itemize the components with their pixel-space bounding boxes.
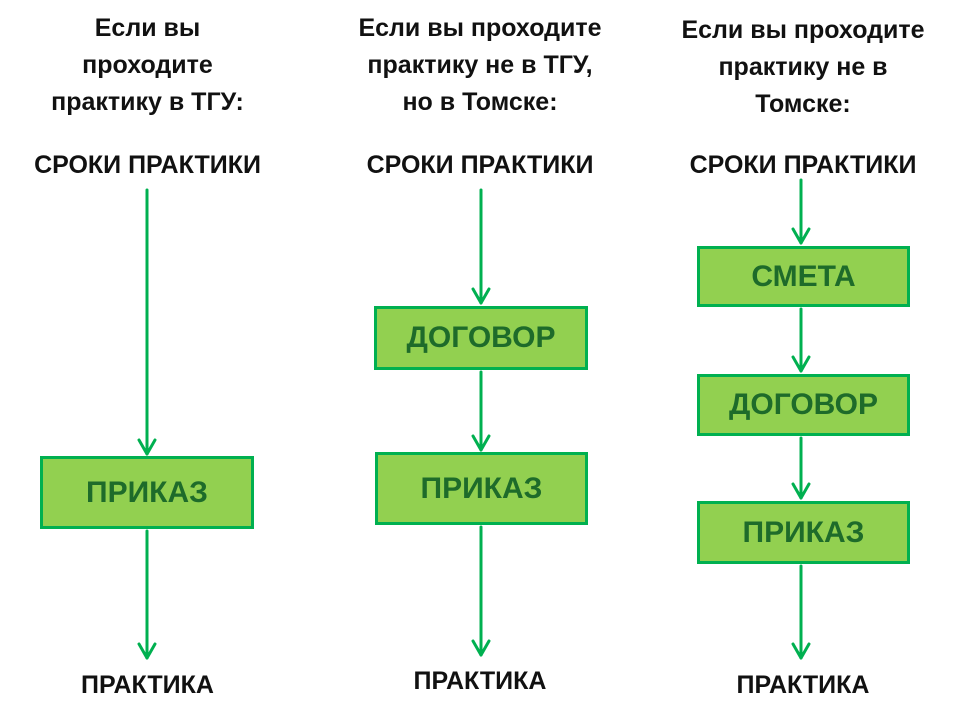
column-3-step-prikaz: ПРИКАЗ	[697, 501, 910, 564]
column-2-heading-line-3: но в Томске:	[402, 88, 558, 116]
column-1-step-prikaz: ПРИКАЗ	[40, 456, 254, 529]
column-3-heading-line-1: Если вы проходите	[681, 16, 925, 44]
column-1-start-label: СРОКИ ПРАКТИКИ	[34, 151, 261, 179]
column-2-arrow-2	[471, 370, 491, 452]
column-1-heading: Если вы проходите практику в ТГУ:	[10, 10, 285, 121]
column-3-arrow-4	[791, 564, 811, 660]
column-2-end-label: ПРАКТИКА	[413, 667, 547, 695]
column-3-start-label: СРОКИ ПРАКТИКИ	[689, 151, 917, 179]
column-3-end-label: ПРАКТИКА	[736, 671, 870, 699]
column-3-step-smeta: СМЕТА	[697, 246, 910, 307]
column-2-heading-line-2: практику не в ТГУ,	[367, 51, 593, 79]
column-2-heading-line-1: Если вы проходите	[358, 14, 602, 42]
column-3-heading-line-3: Томске:	[755, 90, 851, 118]
column-3-arrow-3	[791, 436, 811, 500]
column-2-arrow-3	[471, 525, 491, 657]
column-3-heading: Если вы проходите практику не в Томске:	[668, 12, 938, 123]
column-1-heading-line-1: Если вы	[94, 14, 201, 42]
column-3-heading-line-2: практику не в	[718, 53, 888, 81]
column-1-heading-line-3: практику в ТГУ:	[51, 88, 244, 116]
column-1-arrow-1	[137, 188, 157, 456]
column-3-arrow-1	[791, 178, 811, 245]
column-3-step-dogovor: ДОГОВОР	[697, 374, 910, 436]
column-3-arrow-2	[791, 307, 811, 373]
column-2-start-label: СРОКИ ПРАКТИКИ	[366, 151, 594, 179]
column-2-step-dogovor: ДОГОВОР	[374, 306, 588, 370]
column-1-end-label: ПРАКТИКА	[81, 671, 214, 699]
column-1-arrow-2	[137, 529, 157, 660]
column-2-arrow-1	[471, 188, 491, 305]
column-2-heading: Если вы проходите практику не в ТГУ, но …	[340, 10, 620, 121]
column-1-heading-line-2: проходите	[82, 51, 213, 79]
column-2-step-prikaz: ПРИКАЗ	[375, 452, 588, 525]
